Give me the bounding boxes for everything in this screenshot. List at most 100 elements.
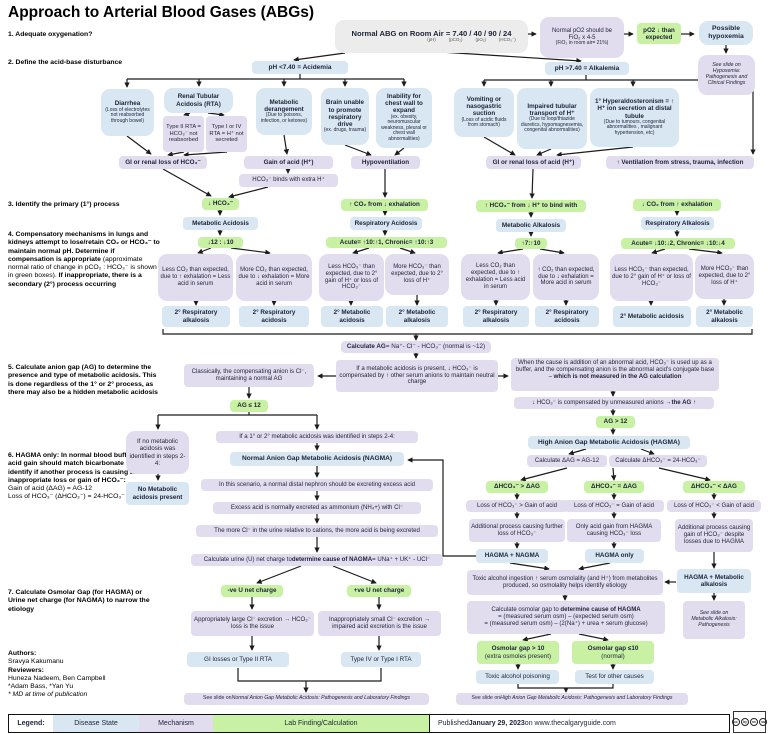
see-nagma-title: Normal Anion Gap Metabolic Acidosis: Pat… [231,695,410,702]
node-sec-resp-acidosis-1: 2° Respiratory acidosis [239,306,309,327]
node-additional-loss: Additional process causing further loss … [469,519,565,542]
authors: Sravya Kakumanu [8,658,64,666]
brain-sub: (ex. drugs, trauma) [323,126,367,133]
node-classically: Classically, the compensating anion is C… [184,364,314,387]
chest-title: Inability for chest wall to expand [385,93,423,115]
node-delta-gt: ΔHCO₃⁻ > ΔAG [486,481,548,493]
diarrhea-title: Diarrhea [114,100,141,108]
node-ammonium: Excess acid is normally excreted as ammo… [213,502,421,514]
step-5: 5. Calculate anion gap (AG) to determine… [8,364,158,396]
step-6: 6. HAGMA only: In normal blood buffer sy… [8,452,170,502]
node-sec-resp-alkalosis-3: 2° Respiratory alkalosis [463,306,529,327]
vomit-sub: (Loss of acidic fluids from stomach) [461,116,507,129]
node-sec-met-acidosis-2: 2° Metabolic acidosis [321,306,383,327]
node-test-other-causes: Test for other causes [575,670,654,684]
node-calculate-ag: Calculate AG = Na⁺- Cl⁻ - HCO₃⁻ (normal … [341,341,491,353]
po2-line1: Normal pO2 should be [551,27,613,34]
node-calc-delta-ag: Calculate ΔAG = AG-12 [527,455,607,467]
unmeasured-bold: the AG ↑ [671,398,697,406]
node-gi-renal-loss-hco3: GI or renal loss of HCO₃⁻ [119,156,207,169]
cc-license-icon: cc by nc sa [732,711,767,733]
node-ventilation-up: ↑ Ventilation from stress, trauma, infec… [606,156,754,169]
node-gi-losses-type2: GI losses or Type II RTA [187,652,289,667]
step-6-line2: Loss of HCO₃⁻ (ΔHCO₃⁻) = 24-HCO₃⁻ [8,493,125,501]
node-nagma: Normal Anion Gap Metabolic Acidosis (NAG… [230,452,404,466]
node-nagma-scenario: In this scenario, a normal distal nephro… [201,479,433,491]
node-osm-gap-le10: Osmolar gap ≤10(normal) [572,641,654,664]
node-less-hco3-4: Less HCO₃⁻ than expected, due to 2° gain… [610,254,693,301]
unit-pco2: (pCO₂) [448,37,463,43]
cc-icon: cc [732,718,740,726]
node-delta-eq: ΔHCO₃⁻ = ΔAG [584,481,644,493]
page-title: Approach to Arterial Blood Gases (ABGs) [8,4,315,21]
reviewers-1: Huneza Nadeem, Ben Campbell [8,674,106,682]
osm-gt-sub: (extra osmoles present) [484,652,552,660]
osm-pre: Calculate osmolar gap to [491,606,561,614]
node-unmeasured-anions: ↓ HCO₃⁻ is compensated by unmeasured ani… [514,397,714,409]
node-no-metabolic-acidosis: No Metabolic acidosis present [126,482,189,505]
node-hyperaldosteronism: 1° Hyperaldosteronism = ↑ H⁺ ion secreti… [590,88,679,147]
node-toxic-poisoning: Toxic alcohol poisoning [476,670,559,684]
node-appropriate-cl: Appropriately large Cl⁻ excretion → HCO₃… [191,611,314,636]
node-more-hco3-2: More HCO₃⁻ than expected, due to 2° loss… [385,254,449,295]
node-urine-net-charge: Calculate urine (U) net charge to determ… [191,554,443,566]
node-more-hco3-4: More HCO₃⁻ than expected, due to 2° loss… [695,254,754,299]
node-see-hypoxemia: See slide on Hypoxemia: Pathogenesis and… [698,55,755,95]
chest-sub: (ex. obesity, neuromuscular weakness, pl… [381,113,427,143]
step-4: 4. Compensatory mechanisms in lungs and … [8,231,162,289]
when-cause-pre: When the cause is addition of an abnorma… [515,359,715,380]
step-7: 7. Calculate Osmolar Gap (for HAGMA) or … [8,589,150,613]
see-hagma-pre: See slide on [471,695,501,702]
node-respiratory-alkalosis: Respiratory Alkalosis [641,217,714,230]
cc-by-icon: by [741,718,749,726]
step-2: 2. Define the acid-base disturbance [8,59,123,66]
cc-icon-row: cc by nc sa [732,718,767,726]
osm-le-title: Osmolar gap ≤10 [587,645,639,653]
urine-post: = UNa⁺ + UK⁺ - UCl⁻ [372,555,431,563]
hyperald-sub: (Due to tumours, congenital abnormalitie… [603,118,666,136]
legend-label: Legend: [17,720,45,727]
node-less-co2-1: Less CO₂ than expected, due to ↑ exhalat… [158,254,233,301]
node-respiratory-acidosis: Respiratory Acidosis [350,217,422,230]
node-normal-abg: Normal ABG on Room Air = 7.40 / 40 / 90 … [335,20,528,53]
node-gain-of-acid: Gain of acid (H⁺) [244,156,333,169]
published-post: on www.thecalgaryguide.com [524,720,616,727]
reviewers-label: Reviewers: [8,666,44,674]
node-type1or4-rta: Type I or IV RTA = H⁺ not secreted [206,116,247,152]
metab-sub: (Due to poisons, infection, or ketones) [260,111,308,124]
node-sec-resp-acidosis-3: 2° Respiratory acidosis [535,306,599,327]
node-see-hagma-slide: See slide on High Anion Gap Metabolic Ac… [456,693,688,705]
metab-title: Metabolic derangement [264,98,304,113]
abg-units: (pH) (pCO₂) (pO₂) (HCO₃⁻) [427,37,516,43]
node-hagma-nagma: HAGMA + NAGMA [476,549,548,563]
node-pos-net-charge: +ve U net charge [347,585,411,597]
see-hypoxemia-title: Hypoxemia: Pathogenesis and Clinical Fin… [705,68,748,86]
node-sec-resp-alkalosis-1: 2° Respiratory alkalosis [162,306,230,327]
cc-nc-icon: nc [750,718,758,726]
published-date: January 29, 2023 [468,720,525,727]
node-ratio-met-acidosis: ↓12 : ↓10 [198,237,243,248]
node-ratio-resp-alkalosis: Acute= ↓10:↓2, Chronic= ↓10:↓4 [621,238,735,249]
osm-gt-title: Osmolar gap > 10 [491,645,545,653]
osm-line1: Calculate osmolar gap to determine cause… [491,606,640,614]
node-diarrhea: Diarrhea(Loss of electrolytes not reabso… [101,89,154,136]
node-gi-renal-loss-acid: GI or renal loss of acid (H⁺) [486,156,581,169]
see-alk-title: Metabolic Alkalosis: Pathogenesis [691,616,737,628]
node-more-cl: The more Cl⁻ in the urine relative to ca… [196,525,438,537]
node-high-co2: ↑ CO₂ from ↓ exhalation [341,199,428,211]
authors-label: Authors: [8,650,37,657]
calc-ag-rest: = Na⁺- Cl⁻ - HCO₃⁻ (normal is ~12) [385,343,486,351]
node-low-co2: ↓ CO₂ from ↑ exhalation [633,199,721,211]
step-4-normal: (approximate normal ratio of change in p… [8,255,157,280]
step-4-bold2: If inappropriate, there is a secondary (… [8,272,142,288]
node-loss-eq-gain: Loss of HCO₃⁻ = Gain of acid [564,500,664,512]
see-hagma-title: High Anion Gap Metabolic Acidosis: Patho… [500,695,673,702]
node-toxic-alcohol: Toxic alcohol ingestion ↑ serum osmolali… [467,570,663,595]
node-chest-wall: Inability for chest wall to expand(ex. o… [376,88,432,148]
node-if-met-acidosis: If a metabolic acidosis is present, ↓ HC… [336,360,498,392]
node-more-co2-3: ↑ CO₂ than expected, due to ↓ exhalation… [533,254,599,300]
step-4-bold1: 4. Compensatory mechanisms in lungs and … [8,231,160,263]
node-brain-unable: Brain unable to promote respiratory driv… [321,88,369,145]
node-ag-le-12: AG ≤ 12 [230,400,268,412]
node-inappropriate-cl: Inappropriately small Cl⁻ excretion → im… [318,611,441,636]
